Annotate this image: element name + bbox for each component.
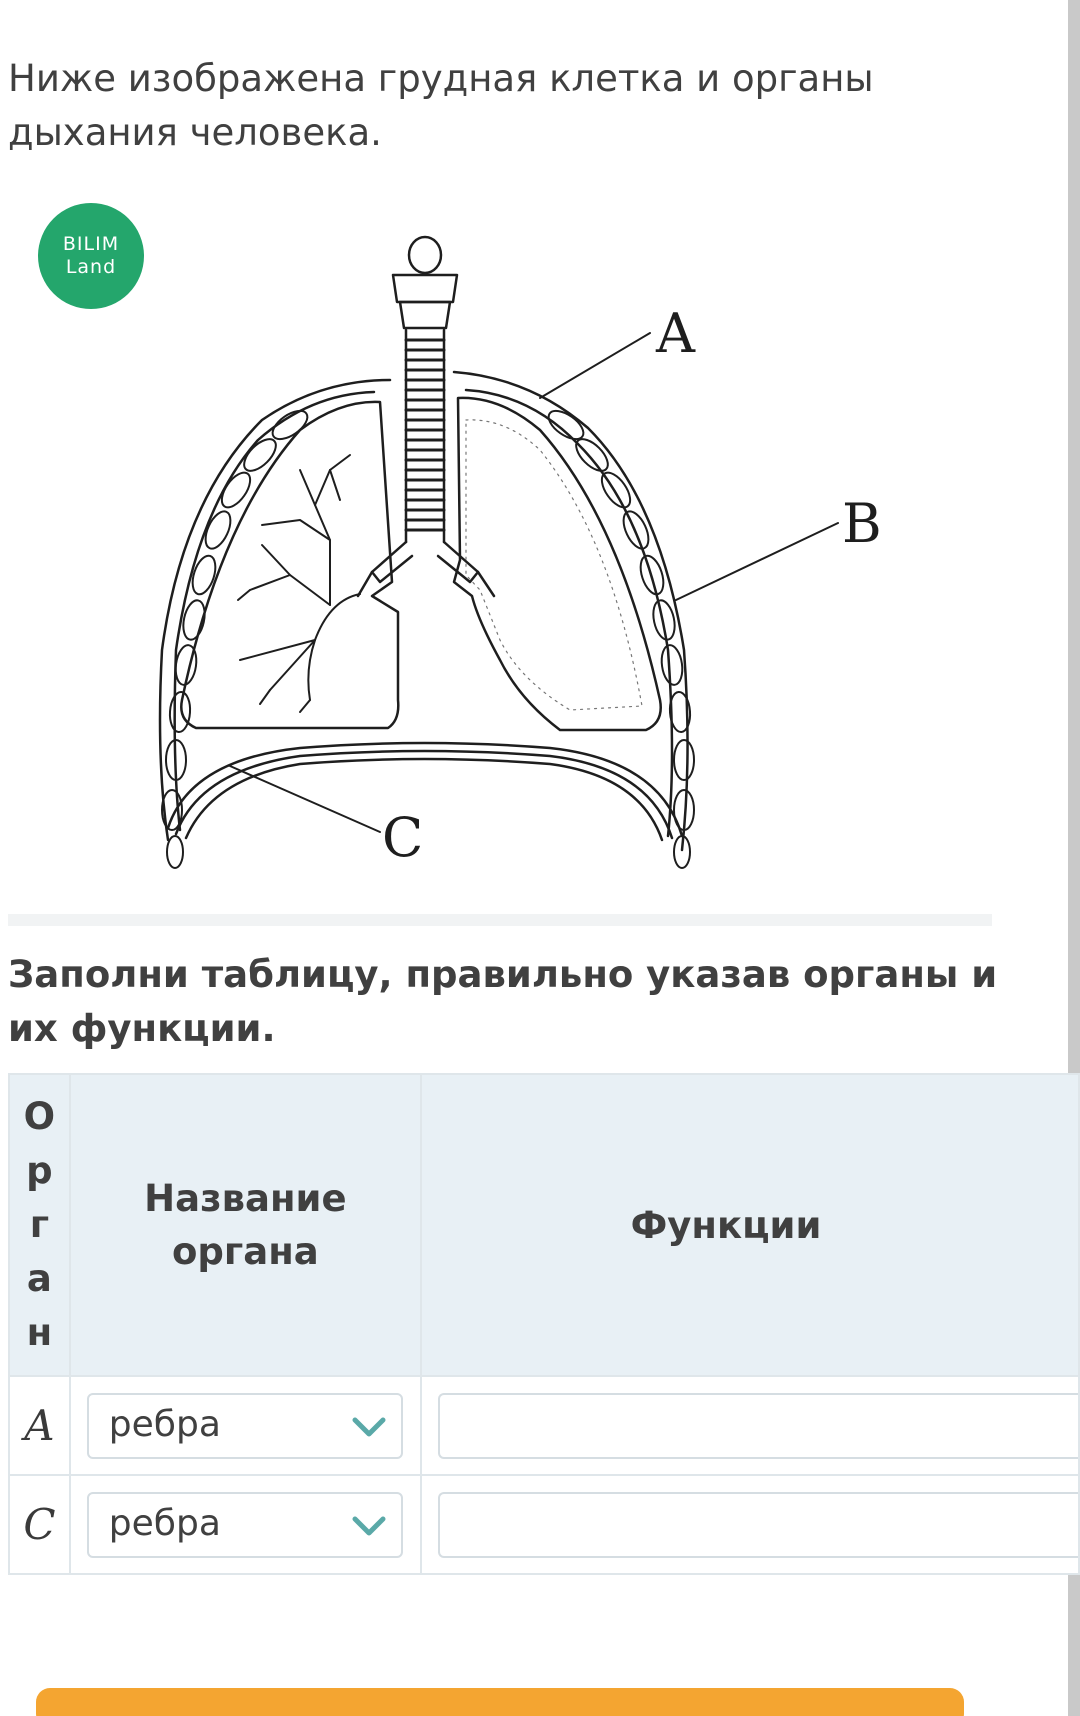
task-line-1: Заполни таблицу, правильно указав органы… — [8, 953, 998, 996]
bilim-land-logo: BILIM Land — [38, 203, 144, 309]
task-line-2: их функции. — [8, 1007, 276, 1050]
table-row: A ребра — [8, 1375, 1080, 1476]
left-lung — [180, 400, 400, 730]
header-organ-name: Название органа — [68, 1073, 423, 1377]
dropdown-selected-value: ребра — [108, 1403, 221, 1445]
function-input[interactable] — [438, 1392, 1078, 1459]
leader-line-a — [539, 332, 651, 399]
answer-table: Орган Название органа Функции A ребра C … — [8, 1073, 1080, 1575]
leader-line-b — [675, 522, 839, 601]
function-input[interactable] — [438, 1491, 1078, 1558]
leader-line-c — [229, 765, 381, 833]
rib-cage-right — [452, 370, 689, 852]
dropdown-selected-value: ребра — [108, 1502, 221, 1544]
task-text: Заполни таблицу, правильно указав органы… — [8, 948, 1008, 1056]
logo-text-line-1: BILIM — [62, 233, 120, 255]
organ-name-dropdown[interactable]: ребра — [86, 1392, 403, 1459]
table-header-row: Орган Название органа Функции — [8, 1073, 1080, 1377]
section-divider — [8, 914, 992, 926]
chevron-down-icon — [352, 1417, 386, 1436]
diaphragm — [166, 741, 684, 842]
bronchi — [356, 540, 496, 598]
logo-text-line-2: Land — [65, 256, 117, 278]
intro-line-2: дыхания человека. — [8, 111, 382, 154]
chest-diagram: A B C — [158, 235, 882, 869]
rib-segments — [161, 409, 695, 869]
bronchial-tree — [237, 454, 361, 713]
row-letter: A — [8, 1375, 71, 1476]
row-letter: C — [8, 1474, 71, 1575]
table-row: C ребра — [8, 1474, 1080, 1575]
header-organ: Орган — [8, 1073, 71, 1377]
label-a: A — [655, 302, 696, 365]
intro-line-1: Ниже изображена грудная клетка и органы — [8, 57, 874, 100]
rib-cage-left — [158, 378, 392, 842]
trachea — [404, 328, 446, 544]
label-b: B — [842, 492, 882, 555]
header-functions: Функции — [420, 1073, 1080, 1377]
larynx — [391, 235, 459, 330]
label-c: C — [382, 806, 423, 869]
intro-text: Ниже изображена грудная клетка и органы … — [8, 52, 1008, 160]
organ-name-dropdown[interactable]: ребра — [86, 1491, 403, 1558]
right-lung — [452, 396, 662, 732]
chevron-down-icon — [352, 1516, 386, 1535]
submit-button[interactable] — [36, 1688, 964, 1716]
